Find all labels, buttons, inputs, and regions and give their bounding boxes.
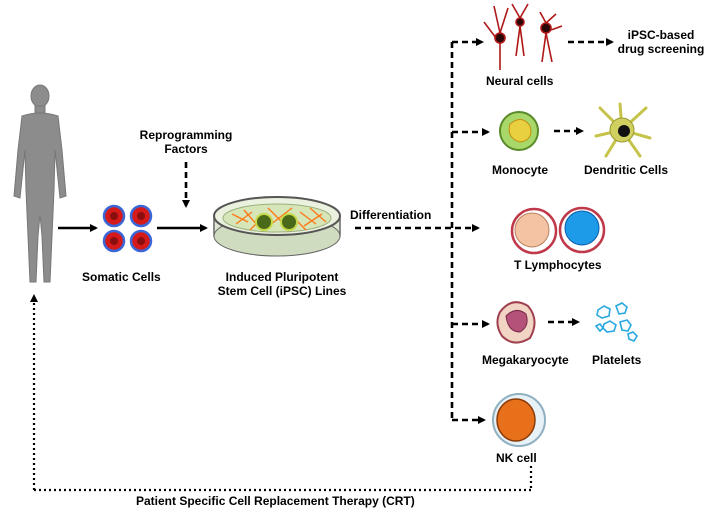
somatic-cell (129, 204, 153, 228)
nk-cell (492, 393, 546, 447)
monocyte-label: Monocyte (492, 163, 549, 177)
differentiation-label: Differentiation (350, 208, 432, 222)
drug-screening-line1: iPSC-based (627, 28, 695, 42)
reprogramming-line1: Reprogramming (139, 128, 233, 142)
nk-cell-label: NK cell (496, 451, 537, 465)
somatic-cell (102, 229, 126, 253)
somatic-cells (102, 204, 153, 253)
reprogramming-factors-label: Reprogramming Factors (136, 128, 236, 156)
somatic-cells-label: Somatic Cells (82, 270, 161, 284)
somatic-cell (129, 229, 153, 253)
t-lymphocyte-left (510, 207, 558, 255)
ipsc-colony (255, 213, 273, 231)
reprogramming-line2: Factors (164, 142, 208, 156)
monocyte-cell (499, 111, 539, 151)
somatic-cell (102, 204, 126, 228)
neural-cells (483, 3, 563, 70)
megakaryocyte-label: Megakaryocyte (482, 353, 569, 367)
human-figure (13, 84, 67, 283)
ipsc-line1: Induced Pluripotent (225, 270, 339, 284)
dendritic-cell (594, 102, 652, 158)
ipsc-petri-dish (213, 196, 341, 257)
megakaryocyte-cell (496, 301, 536, 344)
dendritic-cells-label: Dendritic Cells (584, 163, 669, 177)
ipsc-line2: Stem Cell (iPSC) Lines (217, 284, 347, 298)
neural-cells-label: Neural cells (486, 74, 554, 88)
platelets-label: Platelets (592, 353, 642, 367)
drug-screening-label: iPSC-based drug screening (616, 28, 706, 56)
t-lymphocytes-label: T Lymphocytes (514, 258, 602, 272)
platelets-cluster (594, 302, 639, 342)
drug-screening-line2: drug screening (617, 42, 705, 56)
ipsc-lines-label: Induced Pluripotent Stem Cell (iPSC) Lin… (212, 270, 352, 298)
crt-label: Patient Specific Cell Replacement Therap… (136, 494, 415, 508)
t-lymphocyte-right (558, 206, 606, 254)
ipsc-colony (280, 213, 298, 231)
